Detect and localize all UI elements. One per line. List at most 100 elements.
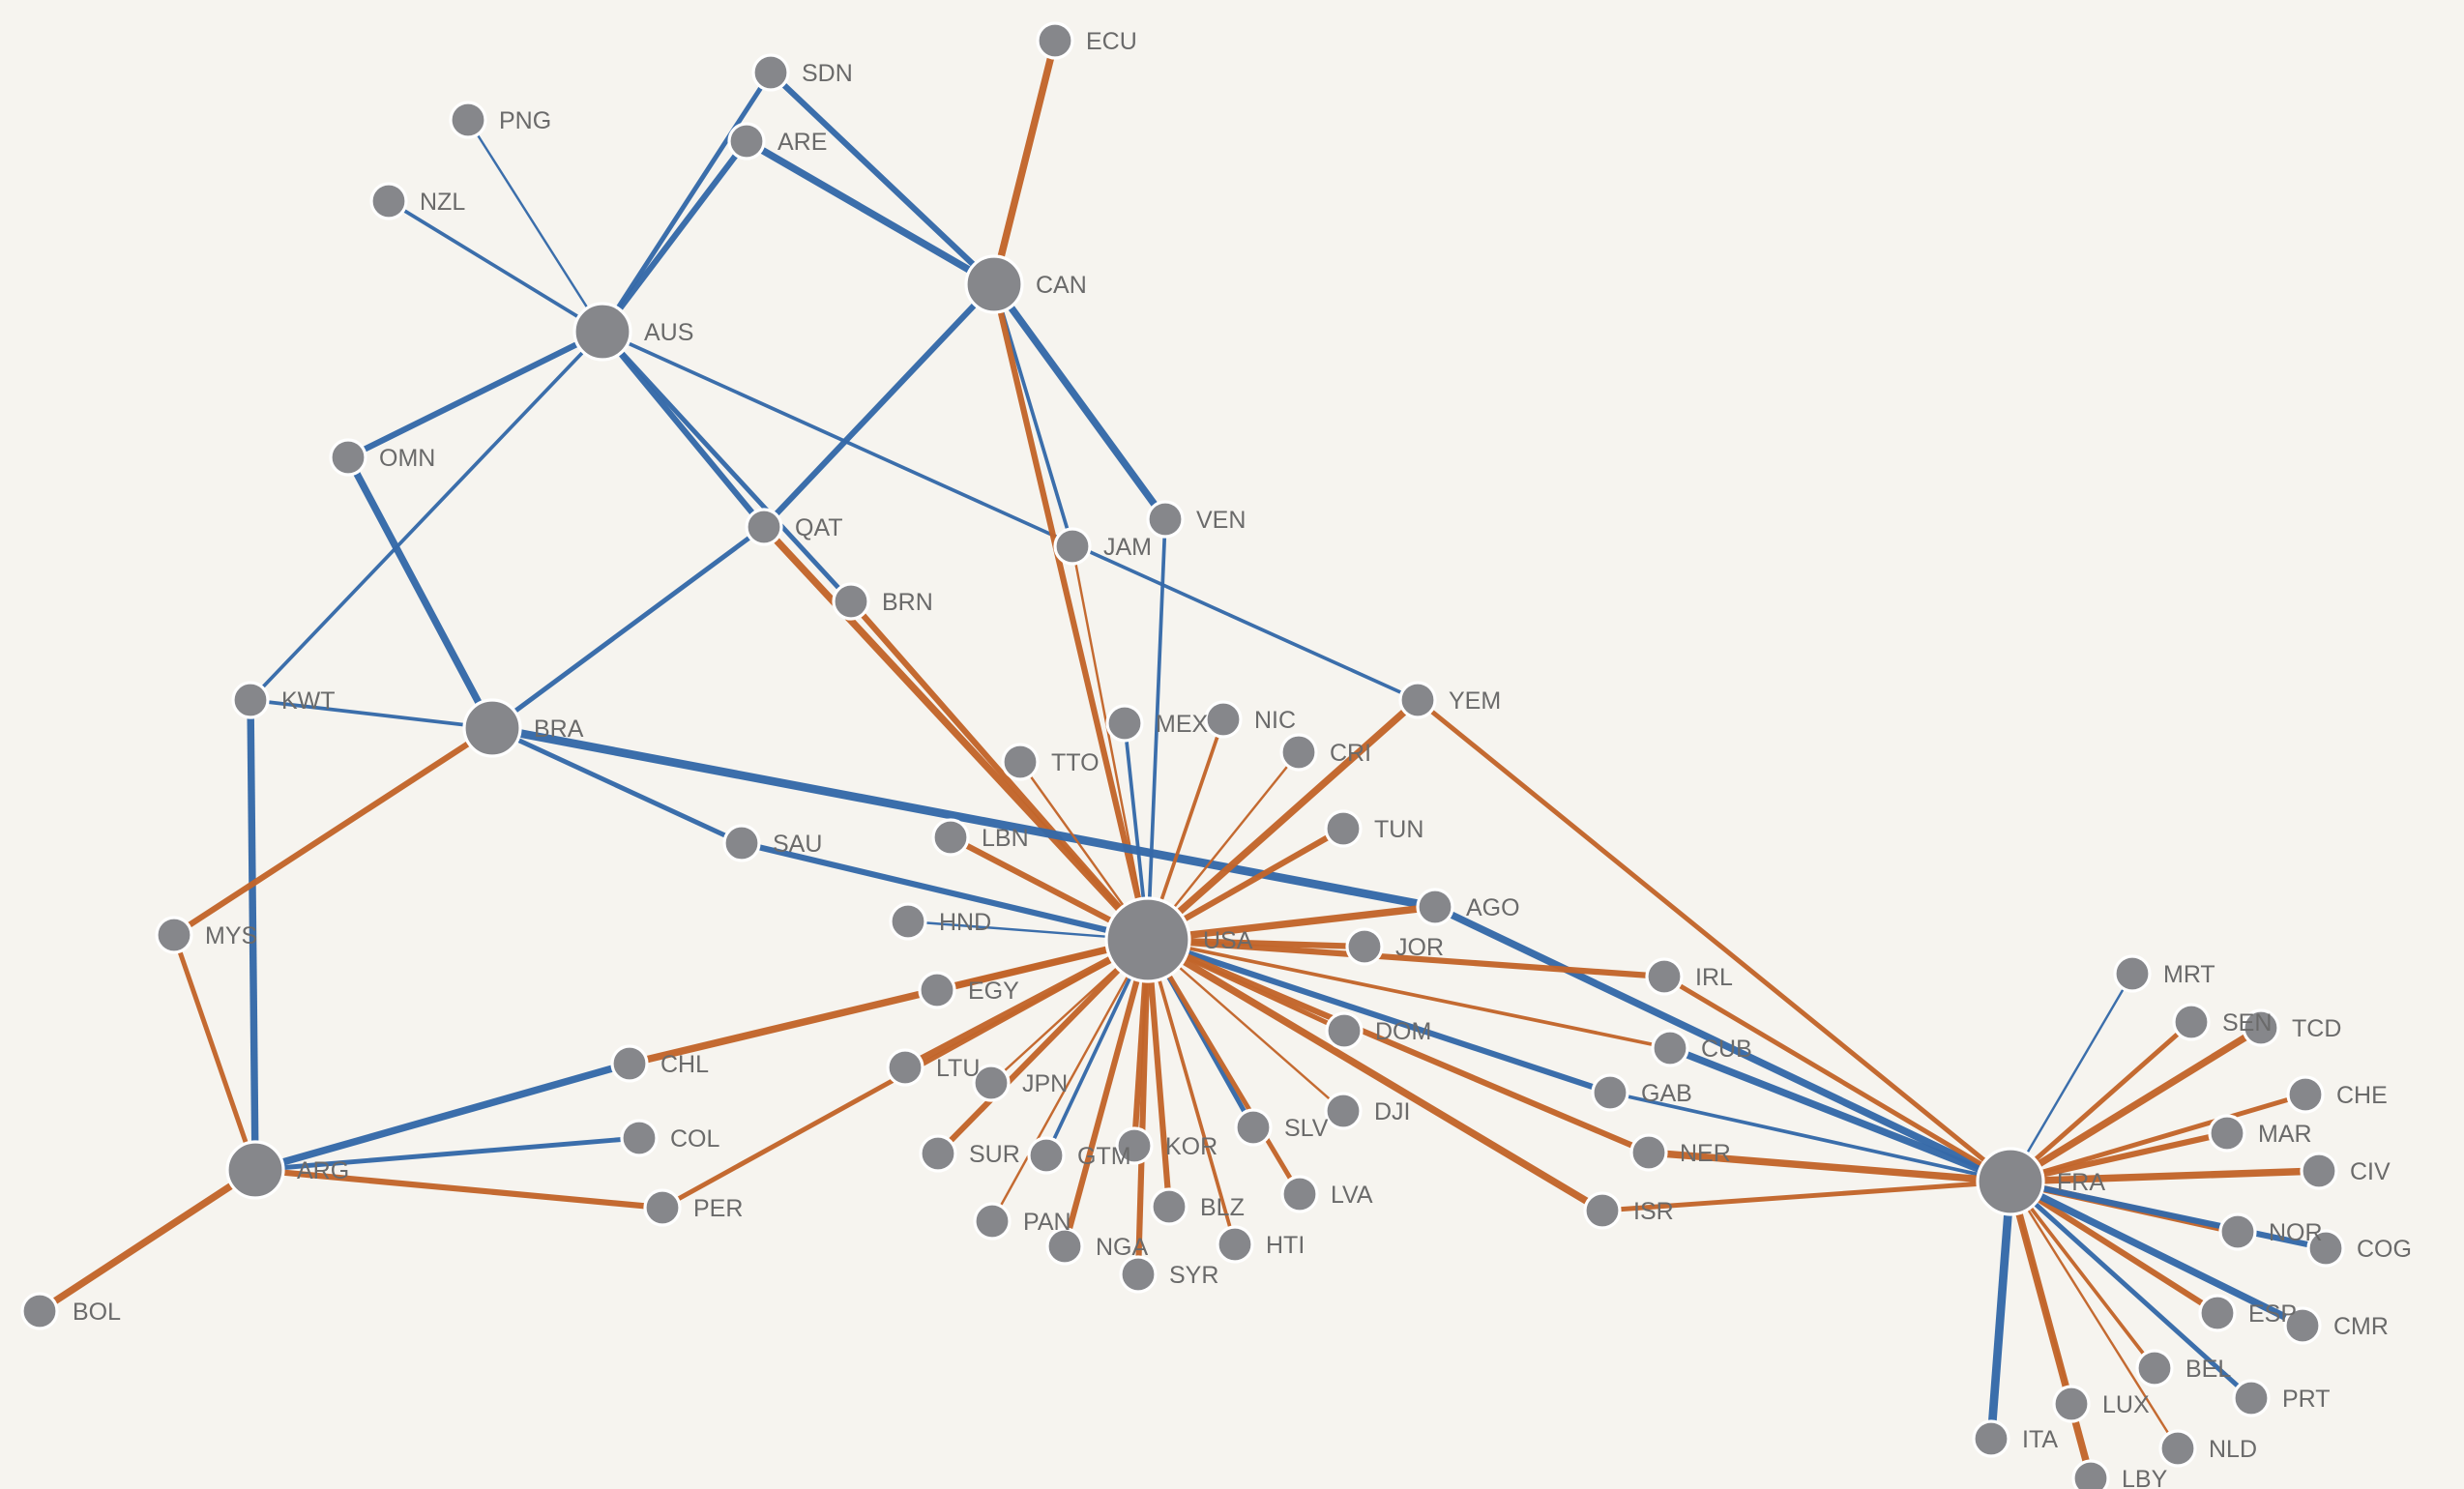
node-cri[interactable] xyxy=(1279,733,1318,772)
edge-aus-omn xyxy=(346,329,604,460)
node-png[interactable] xyxy=(449,101,487,139)
node-col[interactable] xyxy=(620,1119,659,1157)
node-gtm[interactable] xyxy=(1027,1136,1066,1175)
edge-yem-usa xyxy=(1145,697,1421,943)
node-label-dji: DJI xyxy=(1374,1098,1411,1125)
node-ltu[interactable] xyxy=(886,1048,924,1087)
node-civ[interactable] xyxy=(2300,1152,2338,1190)
node-prt[interactable] xyxy=(2232,1379,2271,1417)
node-chl[interactable] xyxy=(610,1044,649,1083)
node-mrt[interactable] xyxy=(2113,954,2152,993)
edge-chl-arg xyxy=(253,1060,631,1174)
edge-png-aus xyxy=(466,119,604,333)
node-gab[interactable] xyxy=(1591,1073,1629,1112)
node-label-gtm: GTM xyxy=(1077,1143,1131,1170)
node-fra[interactable] xyxy=(1976,1147,2045,1216)
node-sen[interactable] xyxy=(2172,1003,2211,1041)
edge-are-aus xyxy=(600,139,749,334)
node-usa[interactable] xyxy=(1104,896,1191,983)
edge-kwt-bra xyxy=(249,698,493,730)
node-aus[interactable] xyxy=(572,302,632,362)
node-dom[interactable] xyxy=(1325,1011,1364,1050)
node-jpn[interactable] xyxy=(972,1064,1011,1102)
node-nic[interactable] xyxy=(1204,700,1243,739)
node-cub[interactable] xyxy=(1651,1029,1689,1067)
edge-isr-fra xyxy=(1601,1179,2011,1213)
node-per[interactable] xyxy=(643,1188,682,1227)
node-tun[interactable] xyxy=(1324,809,1363,848)
edge-gab-usa xyxy=(1147,937,1611,1095)
node-irl[interactable] xyxy=(1645,957,1684,996)
edge-arg-per xyxy=(254,1166,663,1212)
edge-isr-usa xyxy=(1146,936,1604,1214)
node-esp[interactable] xyxy=(2198,1294,2237,1332)
edge-col-arg xyxy=(254,1135,640,1173)
node-nld[interactable] xyxy=(2158,1429,2197,1468)
node-pan[interactable] xyxy=(973,1202,1012,1241)
node-tcd[interactable] xyxy=(2242,1008,2280,1047)
node-isr[interactable] xyxy=(1583,1191,1622,1230)
node-qat[interactable] xyxy=(745,508,783,546)
node-sdn[interactable] xyxy=(751,53,790,92)
node-cmr[interactable] xyxy=(2283,1306,2322,1345)
node-cog[interactable] xyxy=(2306,1229,2345,1268)
node-omn[interactable] xyxy=(329,438,367,477)
node-hti[interactable] xyxy=(1216,1225,1254,1264)
edge-irl-fra xyxy=(1662,974,2012,1184)
node-ecu[interactable] xyxy=(1036,21,1074,60)
node-lby[interactable] xyxy=(2071,1459,2110,1489)
node-can[interactable] xyxy=(964,254,1024,314)
node-ago[interactable] xyxy=(1416,888,1454,926)
node-bel[interactable] xyxy=(2135,1349,2174,1387)
node-nga[interactable] xyxy=(1045,1227,1084,1266)
node-label-lby: LBY xyxy=(2122,1466,2168,1489)
edge-ecu-can xyxy=(990,40,1059,285)
node-kor[interactable] xyxy=(1115,1126,1154,1165)
node-tto[interactable] xyxy=(1001,743,1040,781)
node-bra[interactable] xyxy=(462,698,522,758)
node-brn[interactable] xyxy=(832,582,870,621)
node-ner[interactable] xyxy=(1629,1133,1668,1172)
node-kwt[interactable] xyxy=(231,681,270,719)
node-nor[interactable] xyxy=(2218,1212,2257,1251)
edge-che-fra xyxy=(2009,1092,2306,1184)
node-label-cub: CUB xyxy=(1701,1036,1752,1063)
node-label-png: PNG xyxy=(499,107,551,134)
node-jor[interactable] xyxy=(1345,927,1384,966)
node-mys[interactable] xyxy=(155,916,193,954)
node-blz[interactable] xyxy=(1150,1187,1188,1226)
node-bol[interactable] xyxy=(20,1292,59,1330)
node-ita[interactable] xyxy=(1972,1419,2010,1458)
edge-lva-usa xyxy=(1145,938,1303,1196)
node-arg[interactable] xyxy=(225,1140,285,1200)
edge-ner-usa xyxy=(1146,937,1651,1155)
node-ven[interactable] xyxy=(1146,500,1185,539)
node-yem[interactable] xyxy=(1398,681,1437,719)
node-are[interactable] xyxy=(727,122,766,161)
node-label-tto: TTO xyxy=(1051,749,1100,776)
node-lux[interactable] xyxy=(2052,1385,2091,1423)
node-mar[interactable] xyxy=(2208,1114,2246,1153)
node-sur[interactable] xyxy=(919,1134,957,1173)
edge-aus-kwt xyxy=(249,330,604,702)
node-nzl[interactable] xyxy=(369,182,408,220)
node-dji[interactable] xyxy=(1324,1092,1363,1130)
node-lva[interactable] xyxy=(1280,1175,1319,1213)
edge-sau-usa xyxy=(741,839,1149,944)
node-label-lbn: LBN xyxy=(982,825,1029,852)
node-label-per: PER xyxy=(693,1195,743,1222)
edge-sur-usa xyxy=(935,937,1151,1156)
node-label-dom: DOM xyxy=(1375,1018,1431,1045)
node-lbn[interactable] xyxy=(931,818,970,857)
node-slv[interactable] xyxy=(1234,1108,1273,1147)
node-mex[interactable] xyxy=(1105,704,1144,743)
edge-nga-usa xyxy=(1062,939,1151,1247)
node-syr[interactable] xyxy=(1119,1255,1158,1294)
node-sau[interactable] xyxy=(722,824,761,862)
edge-arg-bol xyxy=(37,1166,258,1315)
node-egy[interactable] xyxy=(918,971,956,1009)
node-label-jam: JAM xyxy=(1103,534,1152,561)
node-hnd[interactable] xyxy=(889,902,927,941)
node-jam[interactable] xyxy=(1053,527,1092,566)
node-che[interactable] xyxy=(2286,1075,2325,1114)
